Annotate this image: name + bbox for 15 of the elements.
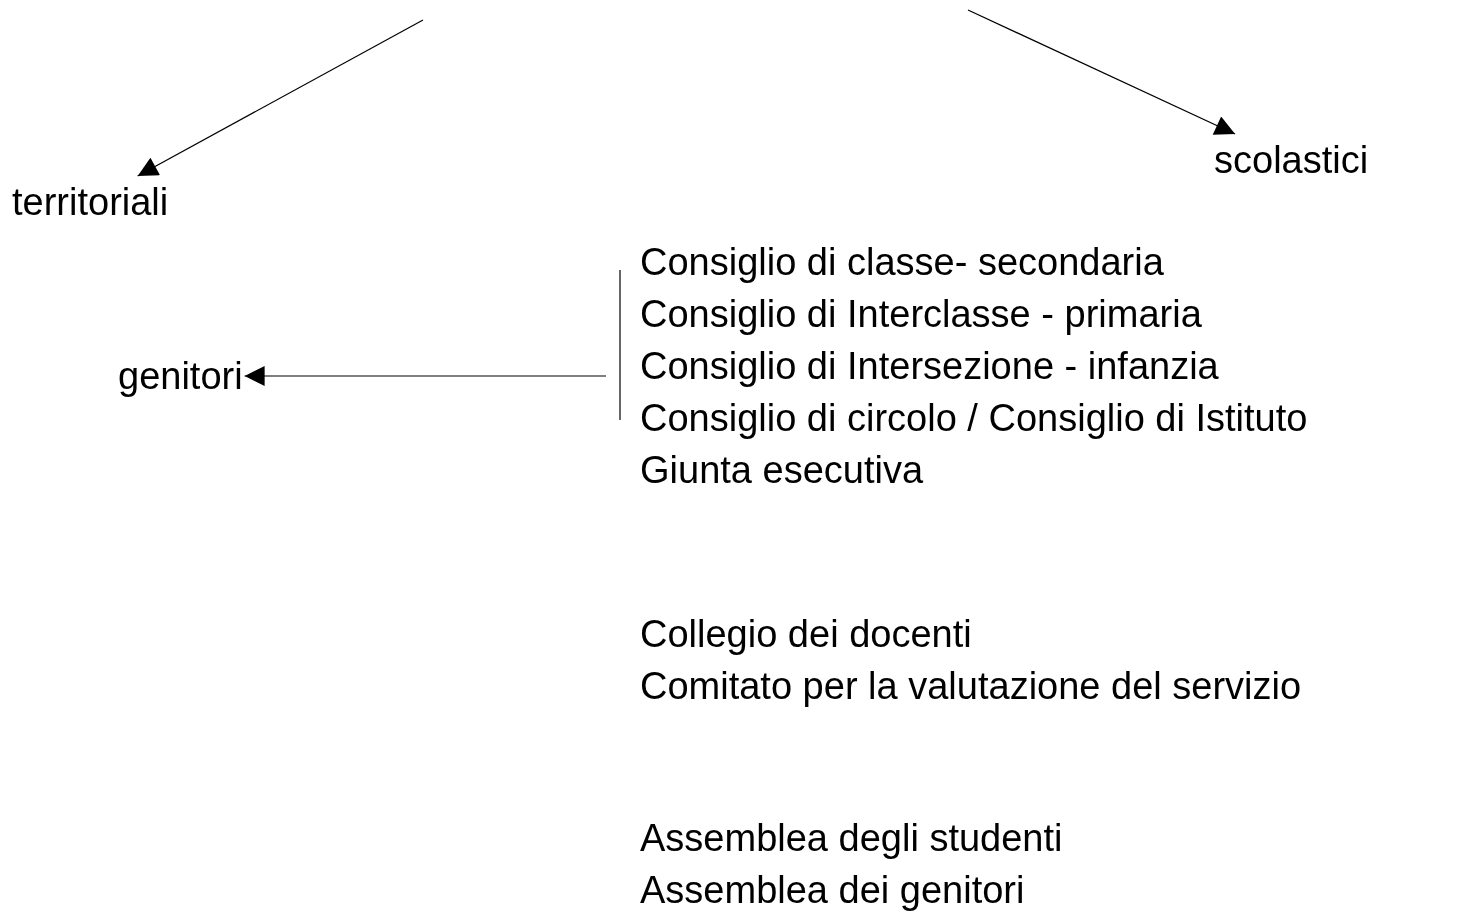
arrow: [967, 9, 1236, 135]
arrow: [244, 366, 607, 386]
council-name: Consiglio di Intersezione - infanzia: [640, 344, 1220, 389]
arrow: [137, 19, 424, 177]
council-name: Consiglio di Interclasse - primaria: [640, 292, 1203, 337]
category-text: scolastici: [1214, 134, 1369, 186]
category-text: genitori: [118, 350, 243, 402]
body-name: Collegio dei docenti: [640, 612, 972, 657]
body-name: Comitato per la valutazione del servizio: [640, 664, 1302, 709]
council-name: Consiglio di classe- secondaria: [640, 240, 1165, 285]
category-text: territoriali: [12, 176, 169, 228]
council-name: Consiglio di circolo / Consiglio di Istituto: [640, 396, 1308, 441]
body-name: Assemblea degli studenti: [640, 816, 1063, 861]
body-name: Assemblea dei genitori: [640, 868, 1025, 913]
council-name: Giunta esecutiva: [640, 448, 925, 493]
